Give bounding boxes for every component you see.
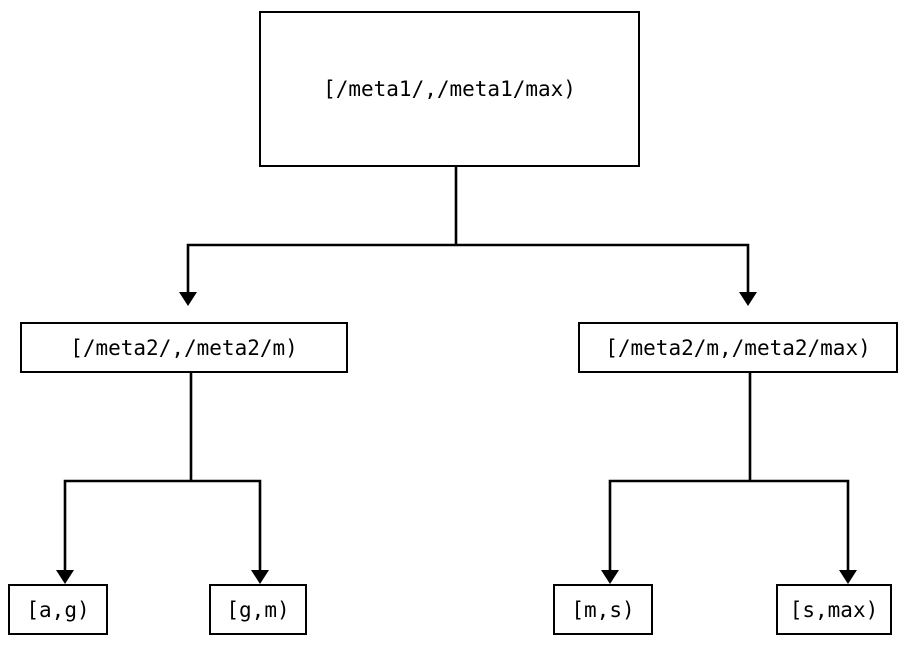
arrowhead-leaf-3 xyxy=(601,570,619,584)
node-leaf-3[interactable]: [m,s) xyxy=(553,584,653,635)
node-mid-left[interactable]: [/meta2/,/meta2/m) xyxy=(20,322,348,373)
node-leaf-2[interactable]: [g,m) xyxy=(209,584,307,635)
node-leaf-3-label: [m,s) xyxy=(571,597,635,622)
node-leaf-2-label: [g,m) xyxy=(226,597,290,622)
arrowhead-leaf-1 xyxy=(56,570,74,584)
node-leaf-4[interactable]: [s,max) xyxy=(776,584,892,635)
arrowhead-mid-left xyxy=(179,292,197,306)
edge-mid-right-to-leaf-4 xyxy=(750,479,850,570)
node-root-label: [/meta1/,/meta1/max) xyxy=(323,77,576,101)
arrowhead-leaf-4 xyxy=(839,570,857,584)
node-mid-left-label: [/meta2/,/meta2/m) xyxy=(70,335,298,360)
node-leaf-4-label: [s,max) xyxy=(789,597,879,622)
arrowhead-mid-right xyxy=(739,292,757,306)
node-leaf-1[interactable]: [a,g) xyxy=(8,584,108,635)
edge-mid-left-to-leaf-2 xyxy=(191,479,262,570)
node-root[interactable]: [/meta1/,/meta1/max) xyxy=(259,11,640,167)
edge-mid-left-to-leaf-1 xyxy=(63,479,191,570)
edge-root-to-mid-left xyxy=(186,243,456,292)
arrowhead-leaf-2 xyxy=(251,570,269,584)
node-leaf-1-label: [a,g) xyxy=(26,597,90,622)
edge-root-to-mid-right xyxy=(456,243,750,292)
node-mid-right-label: [/meta2/m,/meta2/max) xyxy=(605,335,871,360)
node-mid-right[interactable]: [/meta2/m,/meta2/max) xyxy=(578,322,898,373)
edge-mid-right-to-leaf-3 xyxy=(608,479,750,570)
